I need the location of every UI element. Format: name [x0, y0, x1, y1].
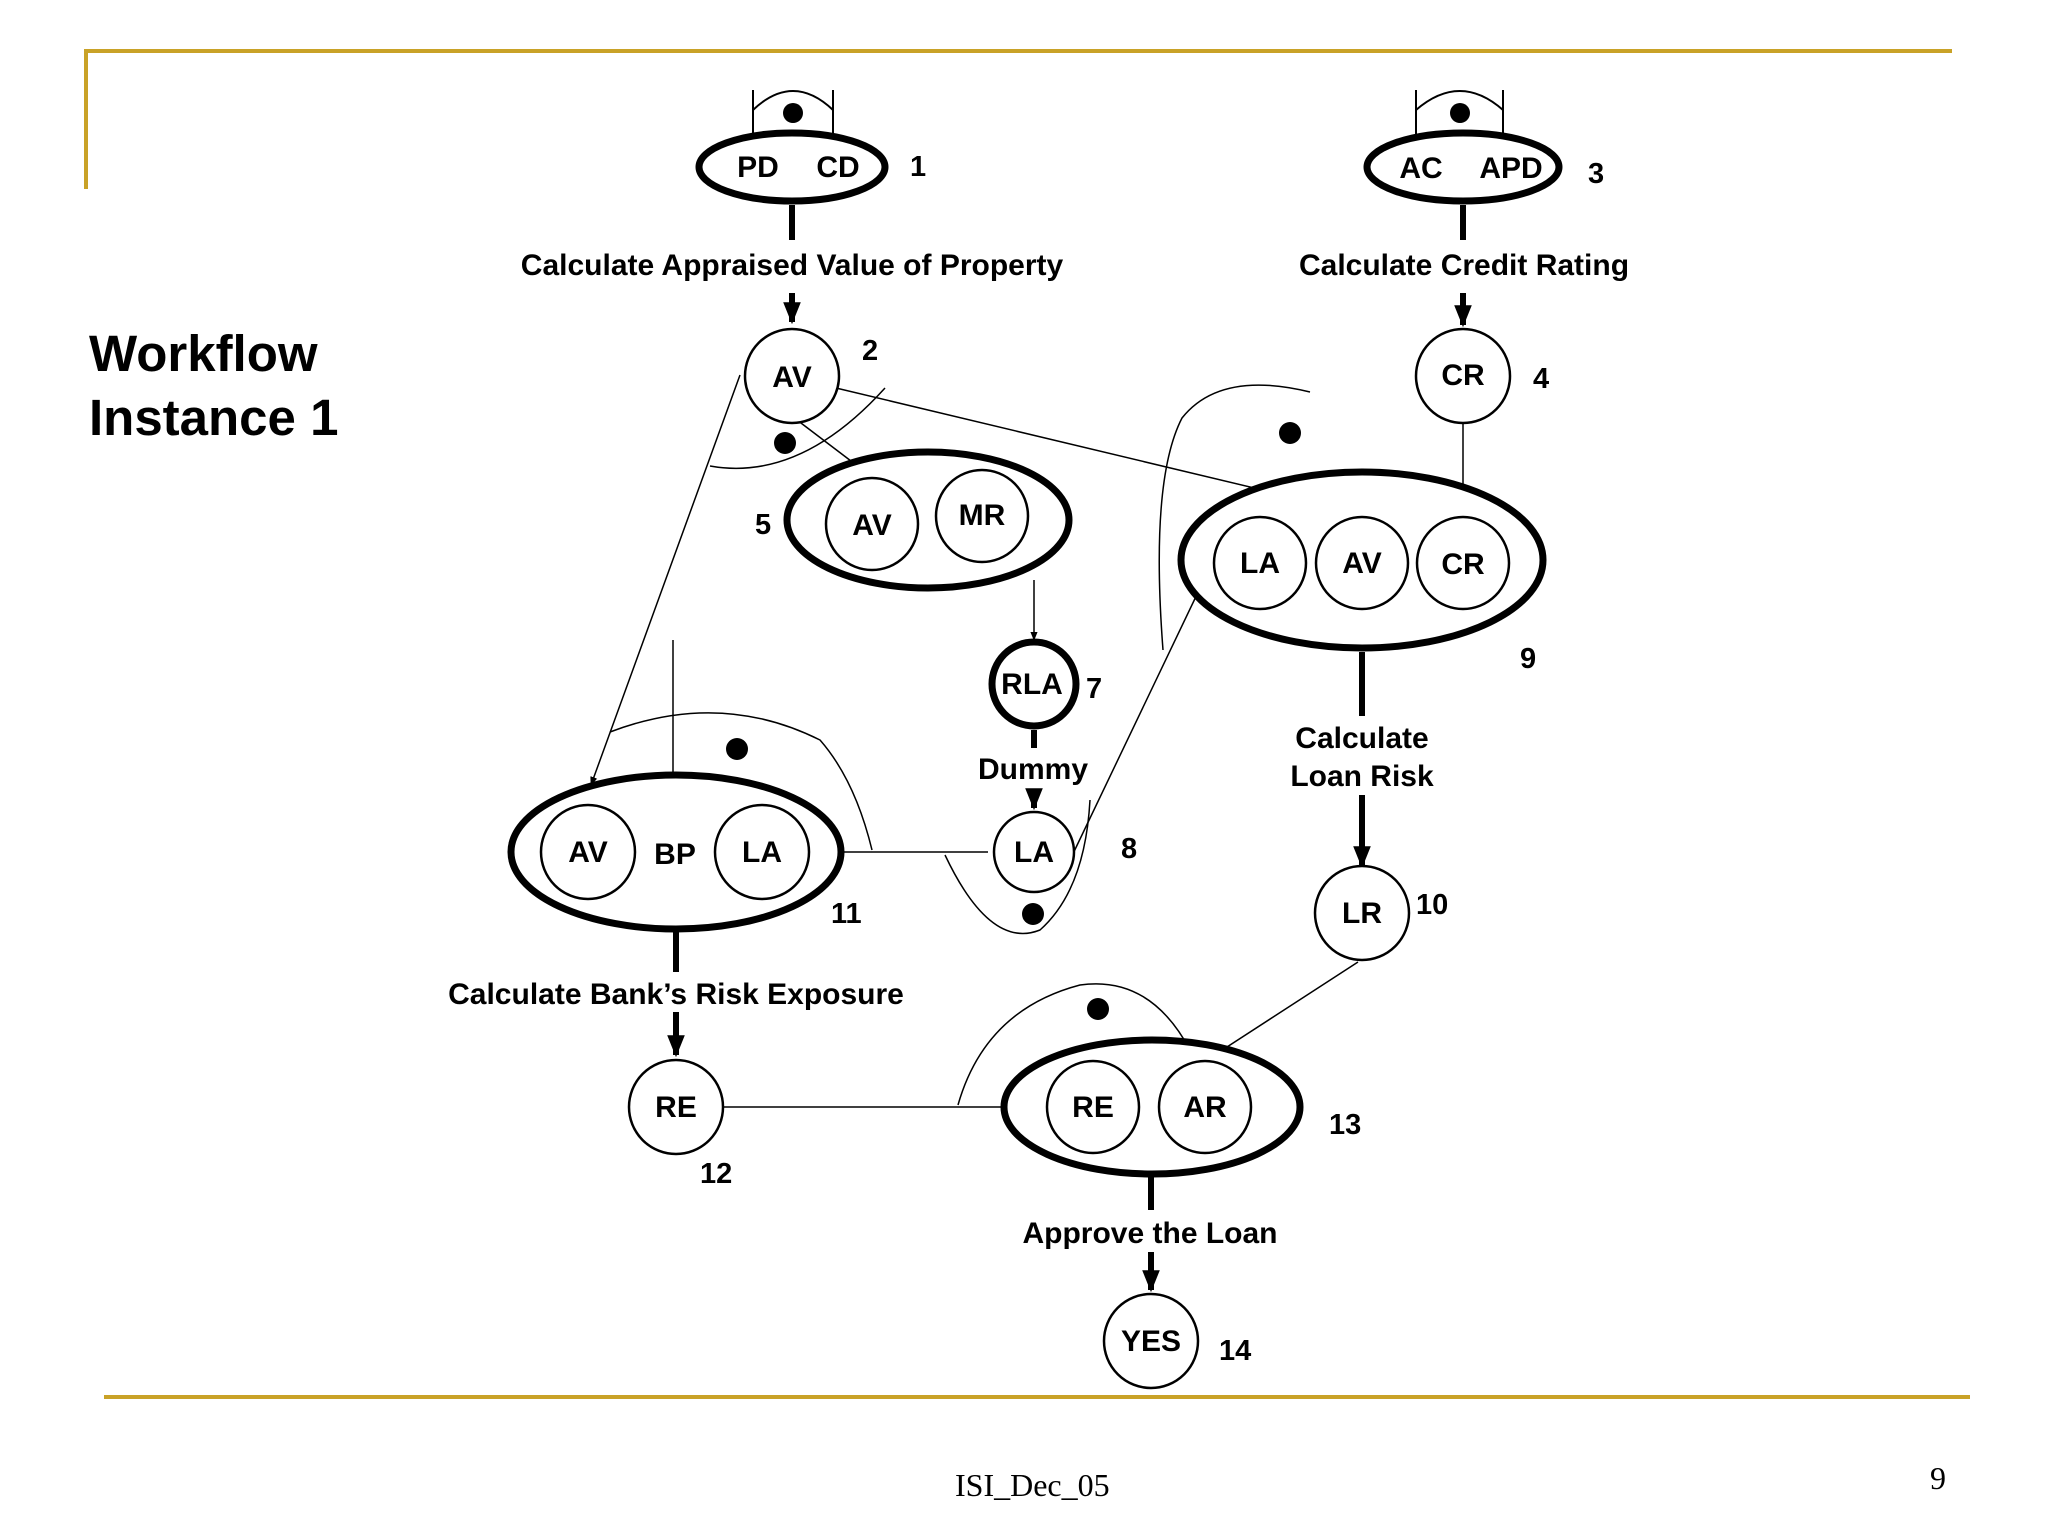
label-appraised-value: Calculate Appraised Value of Property	[521, 249, 1064, 282]
circle-node-12	[627, 1058, 725, 1156]
page-number: 9	[1930, 1460, 1946, 1496]
token-dot	[1087, 998, 1109, 1020]
number-7: 7	[1086, 673, 1102, 705]
number-2: 2	[862, 335, 878, 367]
ellipse-node-1	[695, 129, 889, 205]
left-rule	[84, 49, 88, 189]
circle-node-8	[992, 810, 1076, 894]
token-dots	[726, 422, 1301, 1020]
node-13-ar: AR	[1183, 1091, 1227, 1124]
node-13-re: RE	[1072, 1091, 1114, 1124]
node-9-cr: CR	[1441, 548, 1485, 581]
token-dot	[1279, 422, 1301, 444]
circle-node-4	[1414, 327, 1512, 425]
place-circles	[539, 327, 1512, 1390]
footer-label: ISI_Dec_05	[955, 1467, 1110, 1503]
node-9-la: LA	[1240, 547, 1280, 580]
label-loan-risk-line1: Calculate	[1295, 722, 1428, 755]
region-curves	[609, 384, 1311, 1106]
circle-node-5-mr	[934, 468, 1030, 564]
node-3-ac: AC	[1399, 152, 1442, 185]
node-12-re: RE	[655, 1091, 697, 1124]
label-bank-risk: Calculate Bank’s Risk Exposure	[448, 978, 904, 1011]
label-approve: Approve the Loan	[1022, 1217, 1277, 1250]
number-10: 10	[1416, 889, 1448, 921]
number-1: 1	[910, 151, 926, 183]
node-8-la: LA	[1014, 836, 1054, 869]
number-8: 8	[1121, 833, 1137, 865]
bottom-rule	[104, 1395, 1970, 1399]
token-dot	[783, 103, 803, 123]
node-11-bp: BP	[654, 838, 696, 871]
token-dot	[726, 738, 748, 760]
node-4-cr: CR	[1441, 359, 1485, 392]
node-3-apd: APD	[1479, 152, 1542, 185]
circle-node-10	[1313, 864, 1411, 962]
circle-node-13-ar	[1157, 1059, 1253, 1155]
circle-node-2	[743, 327, 841, 425]
label-dummy: Dummy	[978, 753, 1088, 786]
circle-node-14	[1102, 1292, 1200, 1390]
node-9-av: AV	[1342, 547, 1381, 580]
node-7-rla: RLA	[1001, 668, 1063, 701]
circle-node-5-av	[824, 476, 920, 572]
circle-node-9-av	[1314, 515, 1410, 611]
number-11: 11	[831, 898, 862, 930]
ellipse-node-3	[1363, 129, 1563, 205]
thick-connectors	[667, 205, 1472, 1293]
node-1-cd: CD	[816, 151, 859, 184]
token-dot	[1022, 903, 1044, 925]
circle-node-11-la	[713, 803, 811, 901]
node-5-av: AV	[852, 509, 891, 542]
number-14: 14	[1219, 1335, 1251, 1367]
node-2-av: AV	[772, 361, 811, 394]
number-3: 3	[1588, 158, 1604, 190]
circle-node-7	[988, 638, 1080, 730]
circle-node-9-cr	[1415, 515, 1511, 611]
node-10-lr: LR	[1342, 897, 1382, 930]
transition-labels: Calculate Appraised Value of Property Ca…	[448, 249, 1629, 1250]
title-line-1: Workflow	[89, 325, 318, 382]
circle-node-11-av	[539, 803, 637, 901]
node-5-mr: MR	[959, 499, 1006, 532]
node-texts: PD CD AV AC APD CR AV MR RLA LA LA AV CR…	[568, 151, 1542, 1358]
node-11-la: LA	[742, 836, 782, 869]
label-credit-rating: Calculate Credit Rating	[1299, 249, 1629, 282]
token-dot	[1450, 103, 1470, 123]
number-5: 5	[755, 509, 771, 541]
title-line-2: Instance 1	[89, 389, 339, 446]
node-14-yes: YES	[1121, 1325, 1181, 1358]
slide-title: Workflow Instance 1	[89, 322, 449, 450]
number-9: 9	[1520, 643, 1536, 675]
label-loan-risk-line2: Loan Risk	[1290, 760, 1434, 793]
circle-node-9-la	[1212, 515, 1308, 611]
circle-node-13-re	[1045, 1059, 1141, 1155]
node-numbers: 1 2 3 4 5 7 8 9 10 11 12 13 14	[700, 151, 1604, 1367]
number-13: 13	[1329, 1109, 1361, 1141]
node-1-pd: PD	[737, 151, 779, 184]
number-12: 12	[700, 1158, 732, 1190]
token-dot	[774, 432, 796, 454]
number-4: 4	[1533, 363, 1549, 395]
node-11-av: AV	[568, 836, 607, 869]
top-rule	[84, 49, 1952, 53]
